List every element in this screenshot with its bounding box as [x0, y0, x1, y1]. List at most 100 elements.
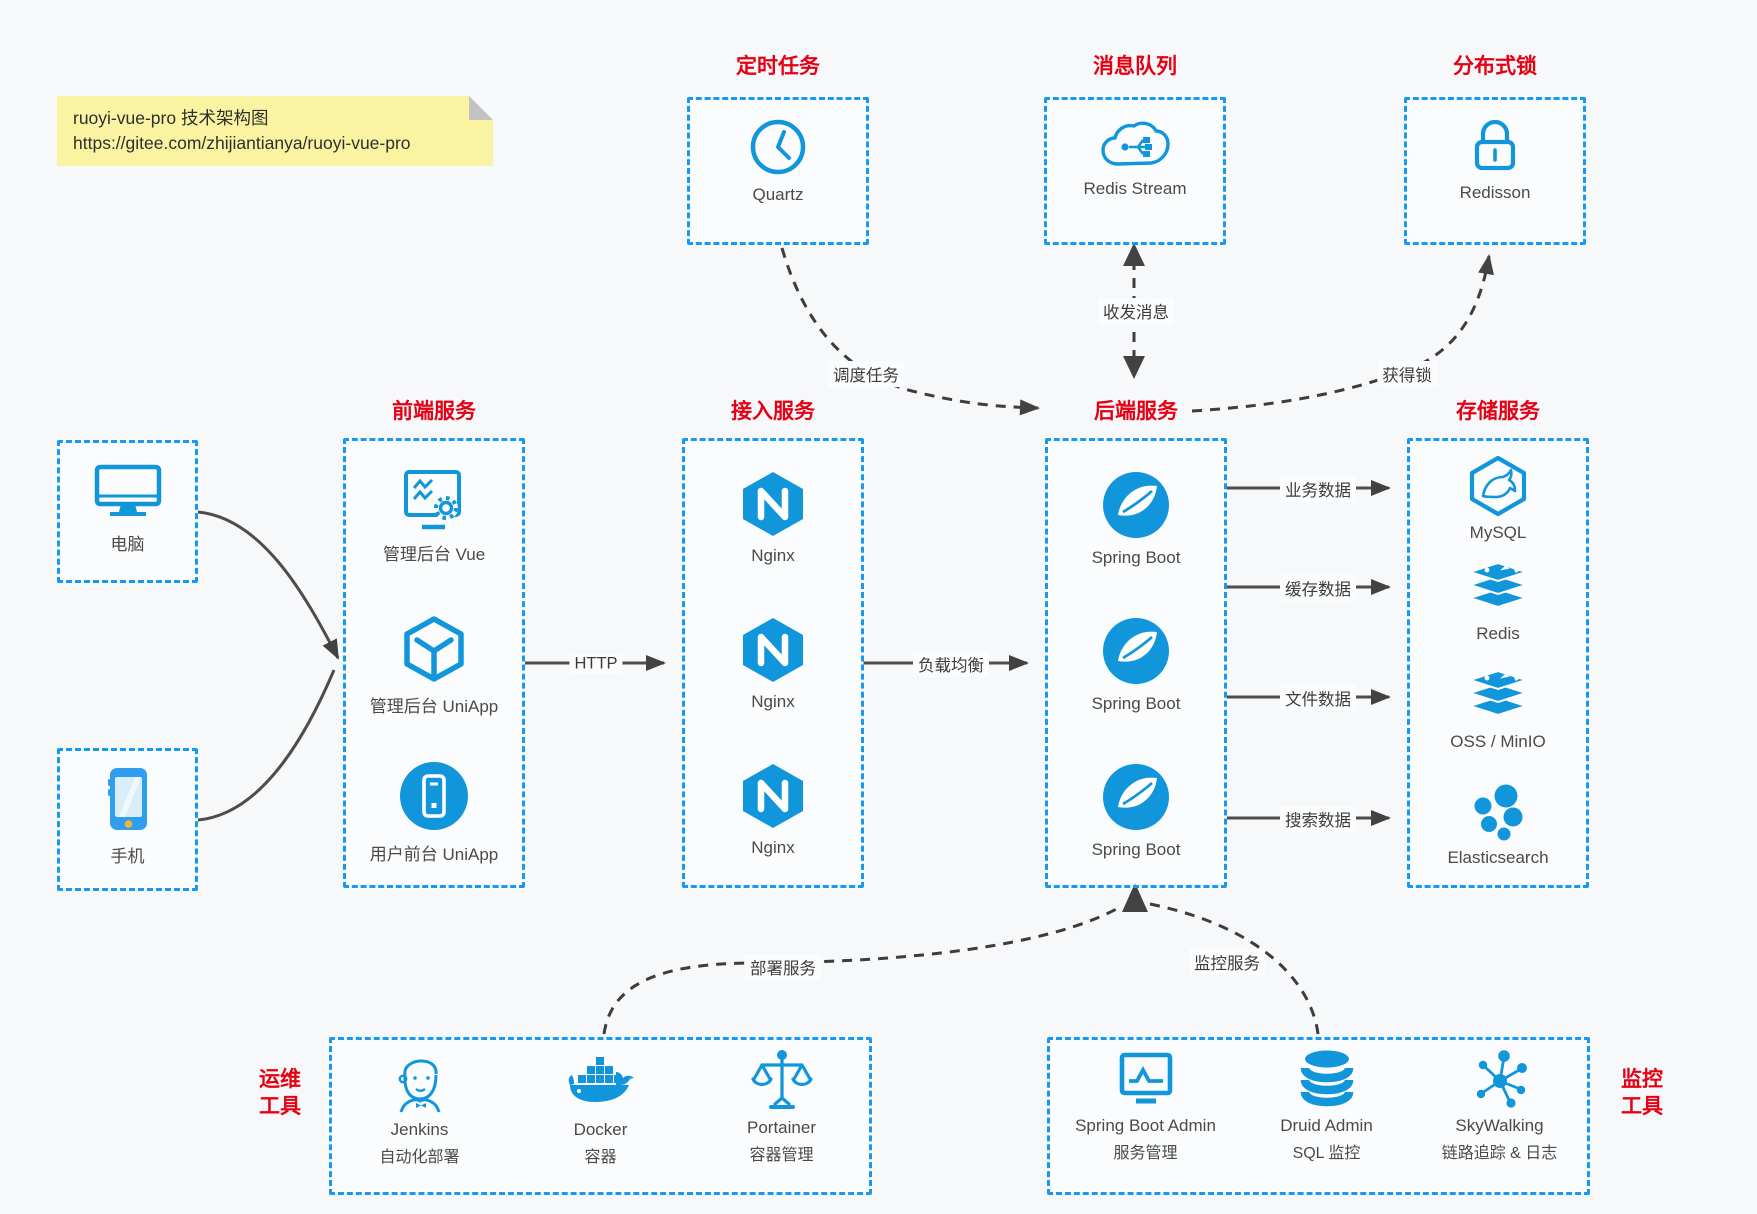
- spring-boot-icon: [1103, 764, 1169, 830]
- item-desc: 容器管理: [749, 1147, 814, 1164]
- portainer-item: Portainer 容器管理: [691, 1048, 872, 1165]
- edge-label-cache-data: 缓存数据: [1280, 575, 1356, 601]
- user-uniapp-phone-circle-icon: [400, 762, 468, 830]
- node-label: Quartz: [752, 185, 804, 204]
- item-desc: 自动化部署: [379, 1149, 460, 1166]
- scheduler-group-box: Quartz: [687, 97, 869, 245]
- ops-title-line2: 工具: [259, 1095, 301, 1118]
- item-name: Docker: [573, 1120, 628, 1139]
- group-title-mq: 消息队列: [1093, 55, 1177, 78]
- docker-whale-icon: [568, 1057, 634, 1102]
- edge-label-file-data: 文件数据: [1280, 685, 1356, 711]
- backend-group-box: Spring Boot Spring Boot Spring Boot: [1045, 438, 1227, 888]
- database-icon: [1300, 1050, 1353, 1107]
- node-label: Redis: [1476, 624, 1520, 643]
- nginx-icon: [743, 618, 803, 682]
- redis-stack-icon: [1467, 561, 1529, 609]
- group-title-scheduler: 定时任务: [736, 55, 820, 78]
- monitor-title-line2: 工具: [1621, 1095, 1663, 1118]
- chart-monitor-icon: [1119, 1052, 1172, 1104]
- node-label: 手机: [110, 847, 145, 866]
- group-title-storage: 存储服务: [1456, 400, 1540, 423]
- admin-uniapp-cube-icon: [404, 616, 464, 682]
- node-label: 用户前台 UniApp: [369, 845, 499, 864]
- mobile-client-box: 手机: [57, 748, 198, 891]
- spring-boot-admin-item: Spring Boot Admin 服务管理: [1055, 1048, 1236, 1163]
- pc-client-box: 电脑: [57, 440, 198, 583]
- node-label: Nginx: [751, 838, 795, 857]
- edge-mobile-to-frontend: [197, 669, 336, 822]
- frontend-group-box: 管理后台 Vue 管理后台 UniApp 用户前台 UniApp: [343, 438, 525, 888]
- group-title-lock: 分布式锁: [1453, 55, 1537, 78]
- item-desc: 服务管理: [1113, 1145, 1178, 1162]
- portainer-scales-icon: [750, 1049, 813, 1109]
- node-label: Redis Stream: [1083, 179, 1187, 198]
- node-label: MySQL: [1469, 523, 1527, 542]
- edge-label-load-balance: 负载均衡: [913, 651, 989, 677]
- spring-boot-icon: [1103, 472, 1169, 538]
- item-name: Spring Boot Admin: [1075, 1116, 1216, 1135]
- note-title: ruoyi-vue-pro 技术架构图: [73, 108, 269, 128]
- jenkins-item: Jenkins 自动化部署: [329, 1048, 510, 1167]
- ops-tools-side-title: 运维 工具: [240, 1066, 320, 1120]
- nginx-icon: [743, 472, 803, 536]
- network-nodes-icon: [1476, 1050, 1527, 1108]
- node-label: 电脑: [110, 535, 145, 554]
- spring-boot-icon: [1103, 618, 1169, 684]
- node-label: 管理后台 Vue: [382, 545, 486, 564]
- skywalking-item: SkyWalking 链路追踪 & 日志: [1409, 1048, 1590, 1163]
- node-label: OSS / MinIO: [1450, 732, 1546, 751]
- monitor-title-line1: 监控: [1621, 1068, 1663, 1091]
- item-desc: 链路追踪 & 日志: [1441, 1145, 1558, 1162]
- edge-label-deploy: 部署服务: [745, 954, 821, 980]
- edge-schedule: [780, 247, 1040, 416]
- elasticsearch-icon: [1474, 784, 1523, 841]
- edge-label-schedule: 调度任务: [828, 361, 904, 387]
- group-title-backend: 后端服务: [1094, 400, 1178, 423]
- note-url: https://gitee.com/zhijiantianya/ruoyi-vu…: [73, 133, 411, 153]
- node-label: Nginx: [751, 546, 795, 565]
- sticky-note: ruoyi-vue-pro 技术架构图 https://gitee.com/zh…: [57, 96, 493, 166]
- node-label: Spring Boot: [1091, 840, 1181, 859]
- edge-label-acquire-lock: 获得锁: [1377, 361, 1437, 387]
- pc-monitor-icon: [94, 464, 161, 516]
- edge-pc-to-frontend: [197, 510, 340, 660]
- redis-stream-cloud-icon: [1101, 121, 1170, 166]
- edge-label-search-data: 搜索数据: [1280, 806, 1356, 832]
- druid-admin-item: Druid Admin SQL 监控: [1236, 1048, 1417, 1163]
- edge-label-message: 收发消息: [1098, 298, 1174, 324]
- item-name: Jenkins: [390, 1120, 449, 1139]
- node-label: Spring Boot: [1091, 694, 1181, 713]
- node-label: Redisson: [1459, 183, 1531, 202]
- item-name: Druid Admin: [1280, 1116, 1373, 1135]
- ops-title-line1: 运维: [259, 1068, 301, 1091]
- group-title-gateway: 接入服务: [731, 400, 815, 423]
- item-desc: SQL 监控: [1292, 1145, 1361, 1162]
- storage-group-box: MySQL Redis OSS / MinIO: [1407, 438, 1589, 888]
- oss-minio-stack-icon: [1467, 669, 1529, 717]
- node-label: Elasticsearch: [1447, 848, 1549, 867]
- jenkins-icon: [398, 1059, 440, 1113]
- edge-label-monitoring: 监控服务: [1189, 949, 1265, 975]
- monitor-tools-side-title: 监控 工具: [1602, 1066, 1682, 1120]
- docker-item: Docker 容器: [510, 1048, 691, 1167]
- edge-acquire-lock: [1191, 254, 1494, 413]
- gateway-group-box: Nginx Nginx Nginx: [682, 438, 864, 888]
- mysql-icon: [1469, 455, 1527, 517]
- node-label: Nginx: [751, 692, 795, 711]
- edge-label-http: HTTP: [569, 653, 623, 675]
- quartz-clock-icon: [750, 119, 806, 175]
- edge-deploy: [602, 904, 1123, 1035]
- item-name: SkyWalking: [1455, 1116, 1544, 1135]
- item-name: Portainer: [747, 1118, 816, 1137]
- node-label: 管理后台 UniApp: [369, 697, 499, 716]
- node-label: Spring Boot: [1091, 548, 1181, 567]
- admin-vue-screen-gear-icon: [404, 470, 461, 530]
- group-title-frontend: 前端服务: [392, 400, 476, 423]
- edge-label-biz-data: 业务数据: [1280, 476, 1356, 502]
- redisson-lock-icon: [1474, 119, 1516, 171]
- note-folded-corner: [469, 96, 493, 120]
- smartphone-icon: [107, 768, 147, 830]
- lock-group-box: Redisson: [1404, 97, 1586, 245]
